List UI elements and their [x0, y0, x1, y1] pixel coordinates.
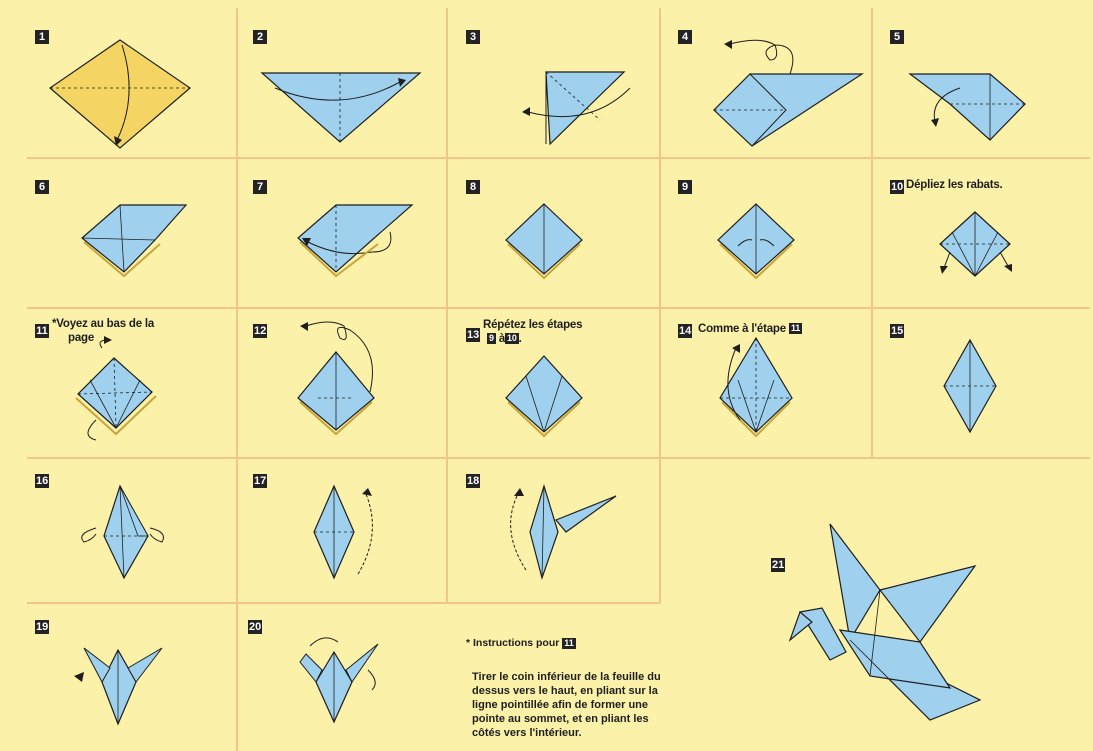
- instructions-line: pointe au sommet, et en pliant les: [472, 712, 661, 726]
- instructions-heading-text: * Instructions pour: [466, 637, 559, 649]
- instructions-line: Tirer le coin inférieur de la feuille du: [472, 670, 661, 684]
- step-20-diagram: [0, 0, 450, 751]
- instructions-heading-ref: 11: [562, 638, 576, 649]
- instructions-heading: * Instructions pour 11: [466, 637, 576, 649]
- instructions-line: ligne pointillée afin de former une: [472, 698, 661, 712]
- instructions-line: dessus vers le haut, en pliant sur la: [472, 684, 661, 698]
- instructions-body: Tirer le coin inférieur de la feuille du…: [472, 670, 661, 740]
- instructions-line: côtés vers l'intérieur.: [472, 726, 661, 740]
